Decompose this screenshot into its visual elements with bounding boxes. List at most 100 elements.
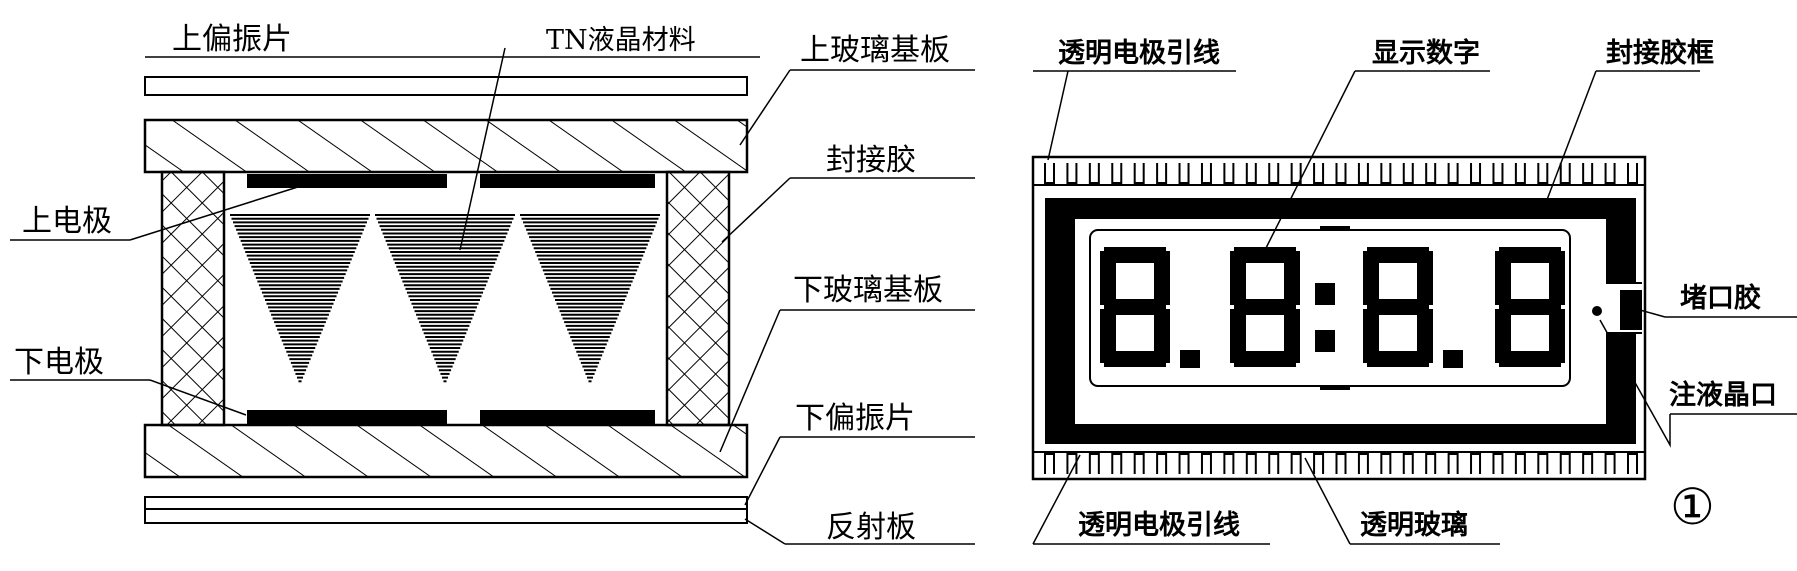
annunciator-bottom — [1320, 386, 1350, 390]
lead-pin — [1200, 453, 1212, 474]
upper-glass-substrate — [143, 118, 749, 174]
cross-section-view: 上偏振片 TN液晶材料 上玻璃基板 封接胶 上电极 下玻璃基板 下电极 下偏振片… — [10, 22, 975, 545]
electrode-leads-top — [1033, 163, 1645, 186]
lower-polarizer — [144, 496, 748, 510]
lead-pin — [1537, 453, 1549, 474]
electrode-leads-bottom — [1033, 451, 1645, 474]
lead-pin — [1425, 453, 1437, 474]
lead-pin — [1066, 163, 1078, 184]
lead-pin — [1268, 453, 1280, 474]
lower-glass-substrate — [143, 423, 749, 479]
lead-pin — [1425, 163, 1437, 184]
lead-pin — [1627, 163, 1638, 184]
lead-pin — [1537, 163, 1549, 184]
lead-pin — [1402, 163, 1414, 184]
lead-pin — [1335, 453, 1347, 474]
label-display-digits: 显示数字 — [1372, 37, 1480, 69]
lead-pin — [1559, 163, 1571, 184]
lead-pin — [1133, 163, 1145, 184]
lead-pin — [1088, 163, 1100, 184]
lead-pin — [1044, 163, 1055, 184]
sealant-right — [665, 170, 731, 427]
upper-polarizer — [144, 76, 748, 96]
label-tn-material: TN液晶材料 — [546, 25, 696, 56]
lc-cone-1 — [230, 214, 370, 383]
lead-pin — [1514, 163, 1526, 184]
decimal-point-2 — [1443, 350, 1463, 368]
label-electrode-leads-top: 透明电极引线 — [1058, 38, 1220, 69]
lead-pin — [1156, 453, 1168, 474]
colon-lower — [1315, 330, 1335, 352]
lead-pin — [1335, 163, 1347, 184]
figure-number: ① — [1670, 478, 1715, 536]
seven-segment-digits — [1100, 226, 1565, 390]
lead-pin — [1559, 453, 1571, 474]
lower-electrode-left — [247, 410, 447, 424]
digit-2 — [1230, 247, 1300, 367]
label-lower-electrode: 下电极 — [14, 345, 104, 380]
lead-pin — [1111, 453, 1123, 474]
lead-pin — [1447, 453, 1459, 474]
lead-pin — [1447, 163, 1459, 184]
upper-electrode-right — [480, 174, 655, 188]
lead-pin — [1268, 163, 1280, 184]
lead-pin — [1357, 163, 1369, 184]
label-plug-glue: 堵口胶 — [1680, 282, 1761, 314]
plug-glue — [1620, 290, 1642, 330]
lead-pin — [1604, 163, 1616, 184]
colon-upper — [1315, 283, 1335, 305]
lead-pin — [1627, 453, 1638, 474]
lead-pin — [1402, 453, 1414, 474]
lead-pin — [1313, 163, 1325, 184]
decimal-point-1 — [1180, 350, 1200, 368]
lead-pin — [1313, 453, 1325, 474]
lead-pin — [1133, 453, 1145, 474]
liquid-crystal-cones — [230, 214, 660, 383]
digit-3 — [1363, 247, 1433, 367]
label-reflector: 反射板 — [826, 510, 916, 545]
lead-pin — [1088, 453, 1100, 474]
label-electrode-leads-bottom: 透明电极引线 — [1078, 510, 1240, 541]
lead-pin — [1178, 163, 1190, 184]
lc-cone-3 — [520, 214, 660, 383]
lead-pin — [1380, 453, 1392, 474]
lead-pin — [1245, 163, 1257, 184]
lead-pin — [1514, 453, 1526, 474]
lead-pin — [1492, 163, 1504, 184]
lead-pin — [1582, 453, 1594, 474]
label-upper-glass: 上玻璃基板 — [800, 33, 950, 68]
lead-pin — [1380, 163, 1392, 184]
label-upper-electrode: 上电极 — [22, 204, 112, 239]
label-lower-polarizer: 下偏振片 — [795, 401, 915, 436]
top-view: 透明电极引线 显示数字 封接胶框 堵口胶 注液晶口 透明电极引线 透明玻璃 ① — [1031, 37, 1797, 545]
digit-1 — [1100, 247, 1170, 367]
lead-pin — [1470, 163, 1482, 184]
lead-pin — [1044, 453, 1055, 474]
label-fill-port: 注液晶口 — [1669, 379, 1777, 411]
lc-cone-2 — [375, 214, 515, 383]
lead-pin — [1582, 163, 1594, 184]
lead-pin — [1066, 453, 1078, 474]
lead-pin — [1492, 453, 1504, 474]
annunciator-top — [1320, 226, 1350, 230]
label-sealant: 封接胶 — [826, 143, 916, 178]
label-lower-glass: 下玻璃基板 — [793, 273, 943, 308]
label-transparent-glass: 透明玻璃 — [1360, 510, 1468, 541]
label-seal-frame: 封接胶框 — [1606, 37, 1714, 69]
lead-pin — [1245, 453, 1257, 474]
lead-pin — [1604, 453, 1616, 474]
lead-pin — [1357, 453, 1369, 474]
lead-pin — [1290, 453, 1302, 474]
digit-4 — [1495, 247, 1565, 367]
lead-pin — [1111, 163, 1123, 184]
lead-pin — [1156, 163, 1168, 184]
lead-pin — [1223, 453, 1235, 474]
lead-pin — [1178, 453, 1190, 474]
upper-electrode-left — [247, 174, 447, 188]
lead-pin — [1223, 163, 1235, 184]
lead-pin — [1200, 163, 1212, 184]
lead-pin — [1290, 163, 1302, 184]
lower-electrode-right — [480, 410, 655, 424]
lead-pin — [1470, 453, 1482, 474]
